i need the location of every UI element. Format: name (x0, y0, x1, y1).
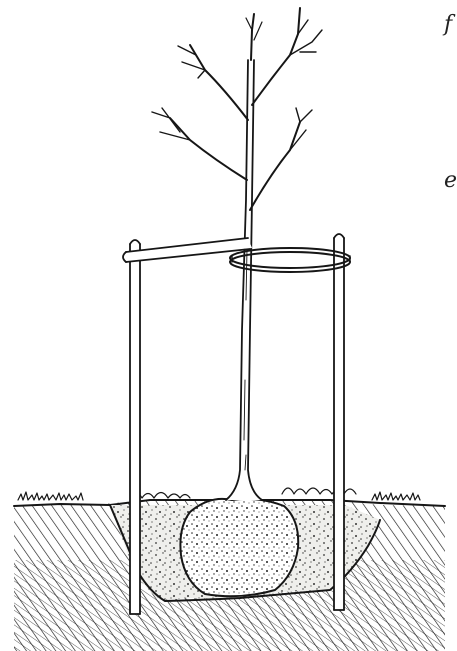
root-ball (180, 499, 298, 596)
support-stake-left (130, 238, 140, 614)
tree-branches (152, 8, 322, 210)
tree-trunk (226, 60, 262, 500)
tree-tie-band (123, 238, 350, 272)
support-stake-right (334, 232, 344, 610)
